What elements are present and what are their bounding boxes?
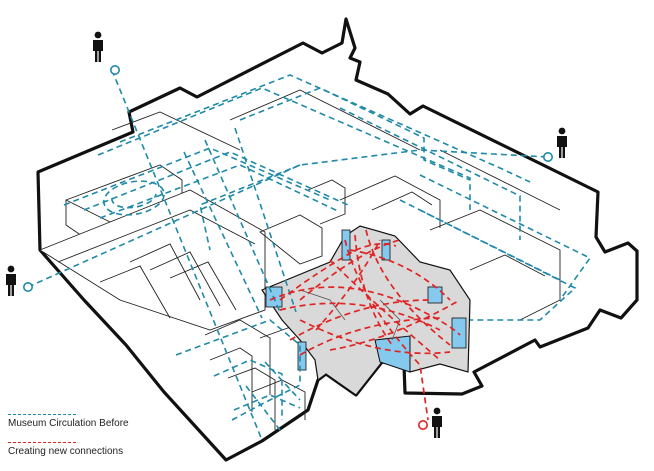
- legend-label-new: Creating new connections: [8, 446, 124, 457]
- legend-new-connections: Creating new connections: [8, 442, 123, 457]
- new-connection-paths: [269, 229, 461, 421]
- building-volumes: [39, 89, 561, 430]
- building-outline: [36, 17, 639, 462]
- legend-label-before: Museum Circulation Before: [8, 418, 129, 429]
- legend-swatch-new: [8, 442, 76, 443]
- legend-swatch-before: [8, 414, 76, 415]
- circulation-before-paths: [27, 69, 592, 441]
- legend-circulation-before: Museum Circulation Before: [8, 414, 129, 429]
- person-icon: [557, 127, 567, 158]
- circle-node-icon: [22, 65, 553, 430]
- person-icon: [432, 407, 442, 438]
- person-icon: [93, 31, 103, 62]
- person-icon: [6, 265, 16, 296]
